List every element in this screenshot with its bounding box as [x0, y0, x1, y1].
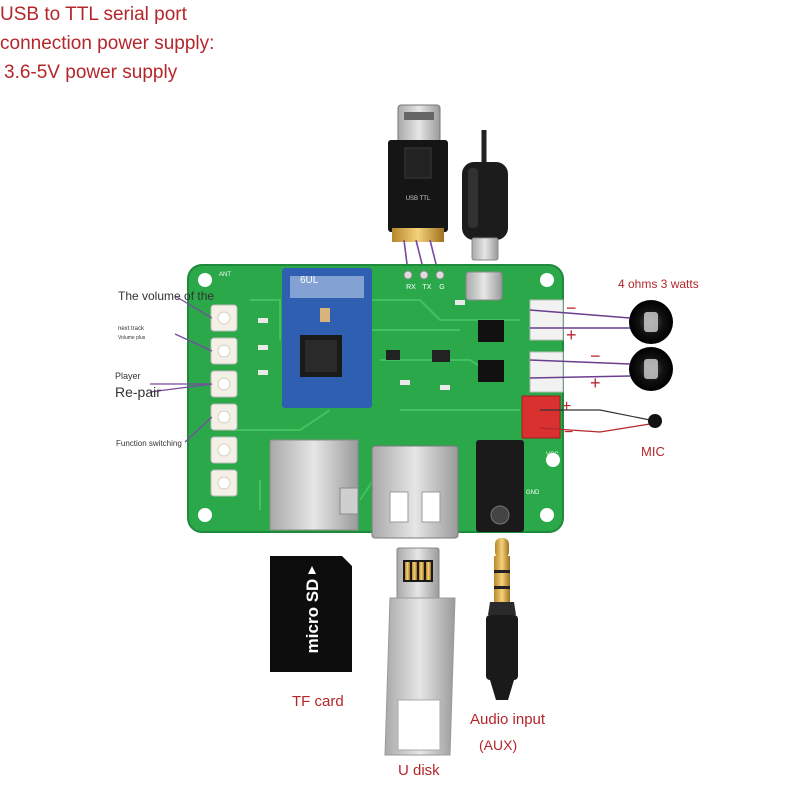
label-function-switching: Function switching [116, 439, 182, 448]
mic-capsule [539, 409, 662, 433]
board-mark-cpu: 6UL [300, 275, 319, 286]
micro-usb-cable [462, 130, 508, 261]
button-leader-lines [149, 295, 213, 443]
label-repair: Re-pair [115, 384, 161, 400]
pin-label-tx: TX [423, 284, 432, 291]
label-volume-plus: Volume plus [118, 335, 146, 341]
sign-minus-2: − [590, 346, 601, 366]
tf-card-label: TF card [292, 693, 344, 710]
board-mark-ant: ANT [219, 272, 231, 278]
sign-plus-1: + [566, 325, 577, 345]
board-mark-vcc: VCC [546, 452, 559, 458]
push-buttons [210, 304, 238, 497]
title-annotation: USB to TTL serial port connection power … [0, 0, 800, 87]
label-player: Player [115, 371, 141, 381]
speaker-1 [629, 300, 673, 344]
tf-card-brand: micro SD [303, 579, 322, 654]
label-volume: The volume of the [118, 289, 215, 303]
label-next-track: next track [118, 326, 145, 332]
u-disk [384, 547, 456, 756]
sign-plus-mic: + [562, 398, 571, 415]
speaker-2 [629, 347, 673, 391]
aux-plug [486, 538, 518, 700]
tf-card: micro SD [270, 556, 352, 672]
sign-plus-2: + [590, 373, 601, 393]
title-line-1: USB to TTL serial port [0, 4, 187, 25]
title-line-2: connection power supply: [0, 33, 215, 54]
aux-label-line-2: (AUX) [479, 737, 518, 753]
pin-label-g: G [439, 284, 444, 291]
speaker-label: 4 ohms 3 watts [618, 277, 699, 291]
sign-minus-mic: − [564, 424, 573, 441]
sign-minus-1: − [566, 298, 577, 318]
aux-label-line-1: Audio input [470, 711, 546, 728]
pin-label-rx: RX [406, 284, 416, 291]
u-disk-label: U disk [398, 762, 440, 779]
usb-ttl-adapter: USB TTL [388, 104, 448, 242]
board-mark-gnd: GND [526, 490, 540, 496]
svg-text:USB TTL: USB TTL [406, 196, 431, 202]
mic-label: MIC [641, 444, 665, 459]
speaker-wires [529, 309, 631, 379]
bluetooth-pcb-board [187, 264, 564, 539]
title-line-3: 3.6-5V power supply [4, 62, 178, 83]
